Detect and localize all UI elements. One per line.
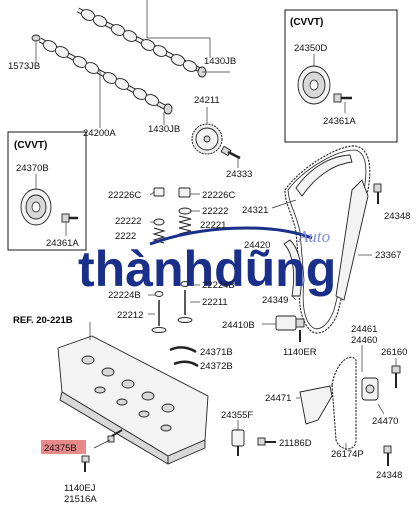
highlight-24375b xyxy=(41,440,86,454)
watermark-sub: Auto xyxy=(297,227,330,246)
oil-pump-chain xyxy=(331,356,357,450)
part-1140ej: 1140EJ xyxy=(64,483,96,494)
bolt-24348-top xyxy=(373,183,382,193)
part-24321: 24321 xyxy=(242,205,268,216)
part-24333: 24333 xyxy=(226,169,252,180)
part-24470: 24470 xyxy=(372,416,398,427)
part-24420: 24420 xyxy=(244,240,270,251)
part-24375b: 24375B xyxy=(44,443,77,454)
cvvt-box-exhaust xyxy=(284,9,398,143)
bolt-24348-bottom xyxy=(383,445,392,466)
cvvt-box-intake xyxy=(7,131,87,251)
part-24355f: 24355F xyxy=(221,410,253,421)
part-22222-left: 22222 xyxy=(115,216,141,227)
cvvt-label-intake: (CVVT) xyxy=(14,140,47,151)
part-1430jb-top: 1430JB xyxy=(204,56,236,67)
part-22224b-right: 22224B xyxy=(202,280,235,291)
bolt-1140ej xyxy=(81,455,90,472)
part-21186d: 21186D xyxy=(279,438,312,449)
part-23367: 23367 xyxy=(375,250,401,261)
part-24348-top: 24348 xyxy=(384,211,410,222)
bolt-24361a-top xyxy=(333,93,352,103)
watermark: thànhdũng Auto xyxy=(78,226,336,297)
hose-24372b xyxy=(173,360,199,368)
bolt-26160 xyxy=(391,365,401,388)
cam-sensor-24355f xyxy=(231,429,245,456)
part-26160: 26160 xyxy=(381,347,407,358)
cvvt-actuator-24350d xyxy=(297,65,331,105)
part-22211: 22211 xyxy=(202,297,228,308)
part-24410b: 24410B xyxy=(222,320,255,331)
intake-camshaft xyxy=(38,37,173,115)
part-24211: 24211 xyxy=(194,95,220,106)
exhaust-camshaft xyxy=(76,7,207,78)
bolt-24361a-left xyxy=(61,213,78,223)
part-22224b-left: 22224B xyxy=(108,290,141,301)
bolt-24375b xyxy=(107,429,123,443)
chain-guide-24321 xyxy=(295,154,353,197)
part-22226c-left: 22226C xyxy=(108,190,141,201)
part-21516a: 21516A xyxy=(64,494,97,505)
part-22221: 22221 xyxy=(200,220,226,231)
cvvt-label-exhaust: (CVVT) xyxy=(290,17,323,28)
part-26174p: 26174P xyxy=(331,449,364,460)
tensioner-24410b xyxy=(275,315,305,331)
part-24200a: 24200A xyxy=(83,128,116,139)
part-24370b: 24370B xyxy=(16,163,49,174)
part-24460: 24460 xyxy=(351,335,377,346)
part-24350d: 24350D xyxy=(294,43,327,54)
part-24361a-top: 24361A xyxy=(323,116,356,127)
part-24371b: 24371B xyxy=(200,347,233,358)
part-24461: 24461 xyxy=(351,324,377,335)
ref-label: REF. 20-221B xyxy=(13,315,73,326)
part-24372b: 24372B xyxy=(200,361,233,372)
tensioner-24470 xyxy=(361,377,379,401)
cvvt-actuator-24370b xyxy=(20,188,52,226)
chain-guide-24471 xyxy=(299,385,333,425)
hose-24371b xyxy=(169,346,197,354)
cylinder-head xyxy=(57,335,209,465)
part-22226c-right: 22226C xyxy=(202,190,235,201)
part-24361a-left: 24361A xyxy=(46,238,79,249)
part-22222-right: 22222 xyxy=(202,206,228,217)
part-2222x: 2222 xyxy=(115,231,136,242)
part-1140er: 1140ER xyxy=(283,347,317,358)
part-1573jb: 1573JB xyxy=(8,61,40,72)
watermark-brand: thànhdũng xyxy=(78,241,336,297)
bolt-21186d xyxy=(257,437,276,446)
part-24348-bottom: 24348 xyxy=(376,470,402,481)
camshaft-sprocket xyxy=(191,123,223,155)
plug-1573jb xyxy=(31,34,41,42)
chain-guide-23367 xyxy=(335,179,369,301)
part-1430jb-mid: 1430JB xyxy=(148,124,180,135)
part-22212: 22212 xyxy=(117,310,143,321)
bolt-24333 xyxy=(220,145,241,160)
part-24471: 24471 xyxy=(265,393,291,404)
valve-train-right xyxy=(177,187,193,323)
part-24349: 24349 xyxy=(262,295,288,306)
valve-train-left xyxy=(151,187,167,333)
